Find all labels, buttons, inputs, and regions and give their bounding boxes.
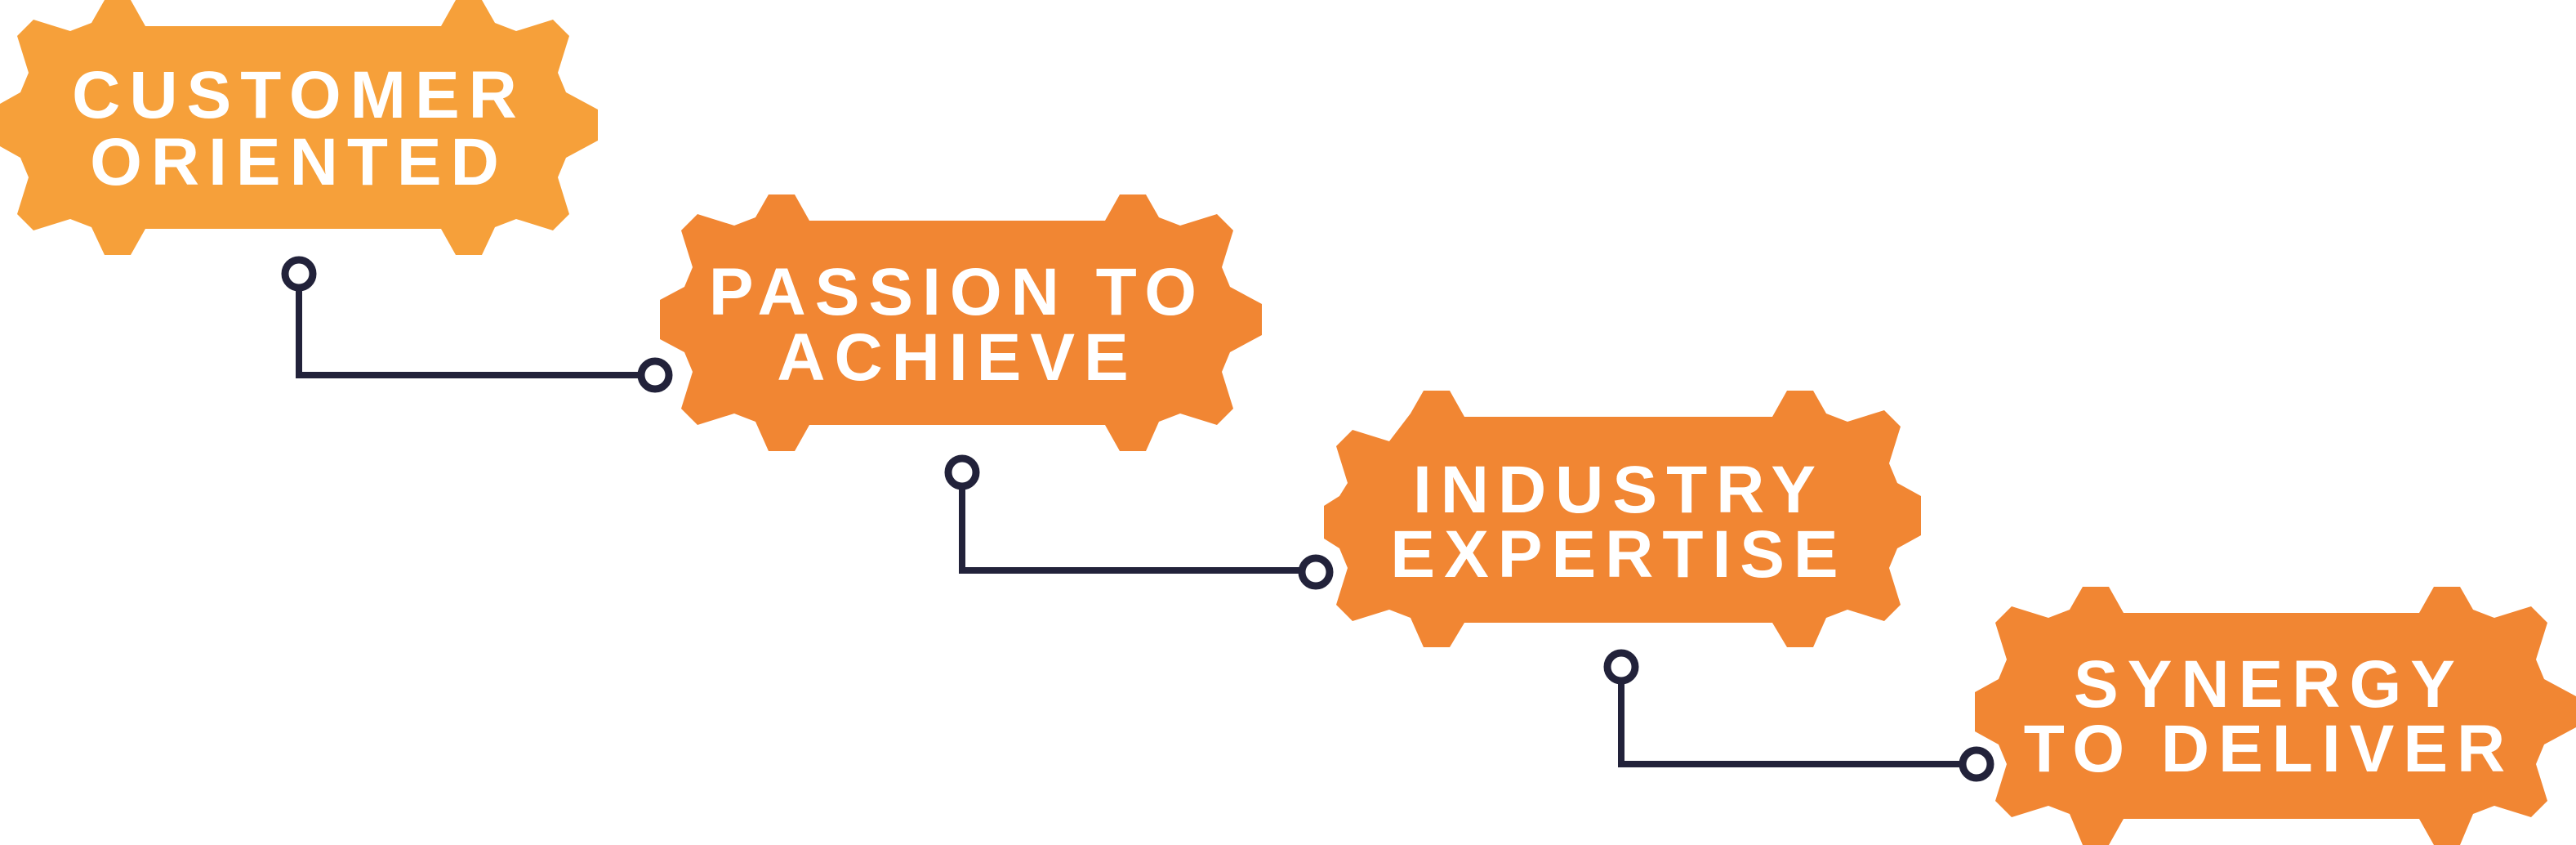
connector-1 [281, 256, 673, 393]
step-title-line2: ORIENTED [90, 125, 508, 199]
step-title-line1: PASSION TO [709, 255, 1206, 329]
gear-icon [660, 194, 1262, 451]
gear-icon [1975, 587, 2576, 845]
step-title-line1: CUSTOMER [72, 58, 526, 132]
step-synergy-to-deliver: SYNERGY TO DELIVER [1975, 587, 2576, 845]
connector-start-node [281, 256, 317, 292]
connector-2 [944, 454, 1334, 590]
step-title-line2: ACHIEVE [777, 320, 1138, 395]
connector-line [296, 274, 655, 378]
connector-start-node [944, 454, 980, 490]
connector-line [959, 472, 1316, 574]
connector-end-node [1298, 554, 1334, 590]
step-title-line1: SYNERGY [2074, 647, 2464, 722]
connector-start-node [1603, 649, 1639, 685]
connector-end-node [1959, 746, 1994, 782]
gear-icon [0, 0, 598, 255]
connector-3 [1603, 649, 1994, 782]
gear-icon [1324, 391, 1921, 647]
step-title-line2: TO DELIVER [2024, 712, 2515, 786]
step-title-line2: EXPERTISE [1390, 517, 1847, 592]
step-industry-expertise: INDUSTRY EXPERTISE [1324, 391, 1921, 647]
step-passion-to-achieve: PASSION TO ACHIEVE [660, 194, 1262, 451]
connector-line [1618, 667, 1977, 767]
step-title-line1: INDUSTRY [1413, 453, 1825, 527]
connector-end-node [637, 357, 673, 393]
step-customer-oriented: CUSTOMER ORIENTED [0, 0, 598, 255]
